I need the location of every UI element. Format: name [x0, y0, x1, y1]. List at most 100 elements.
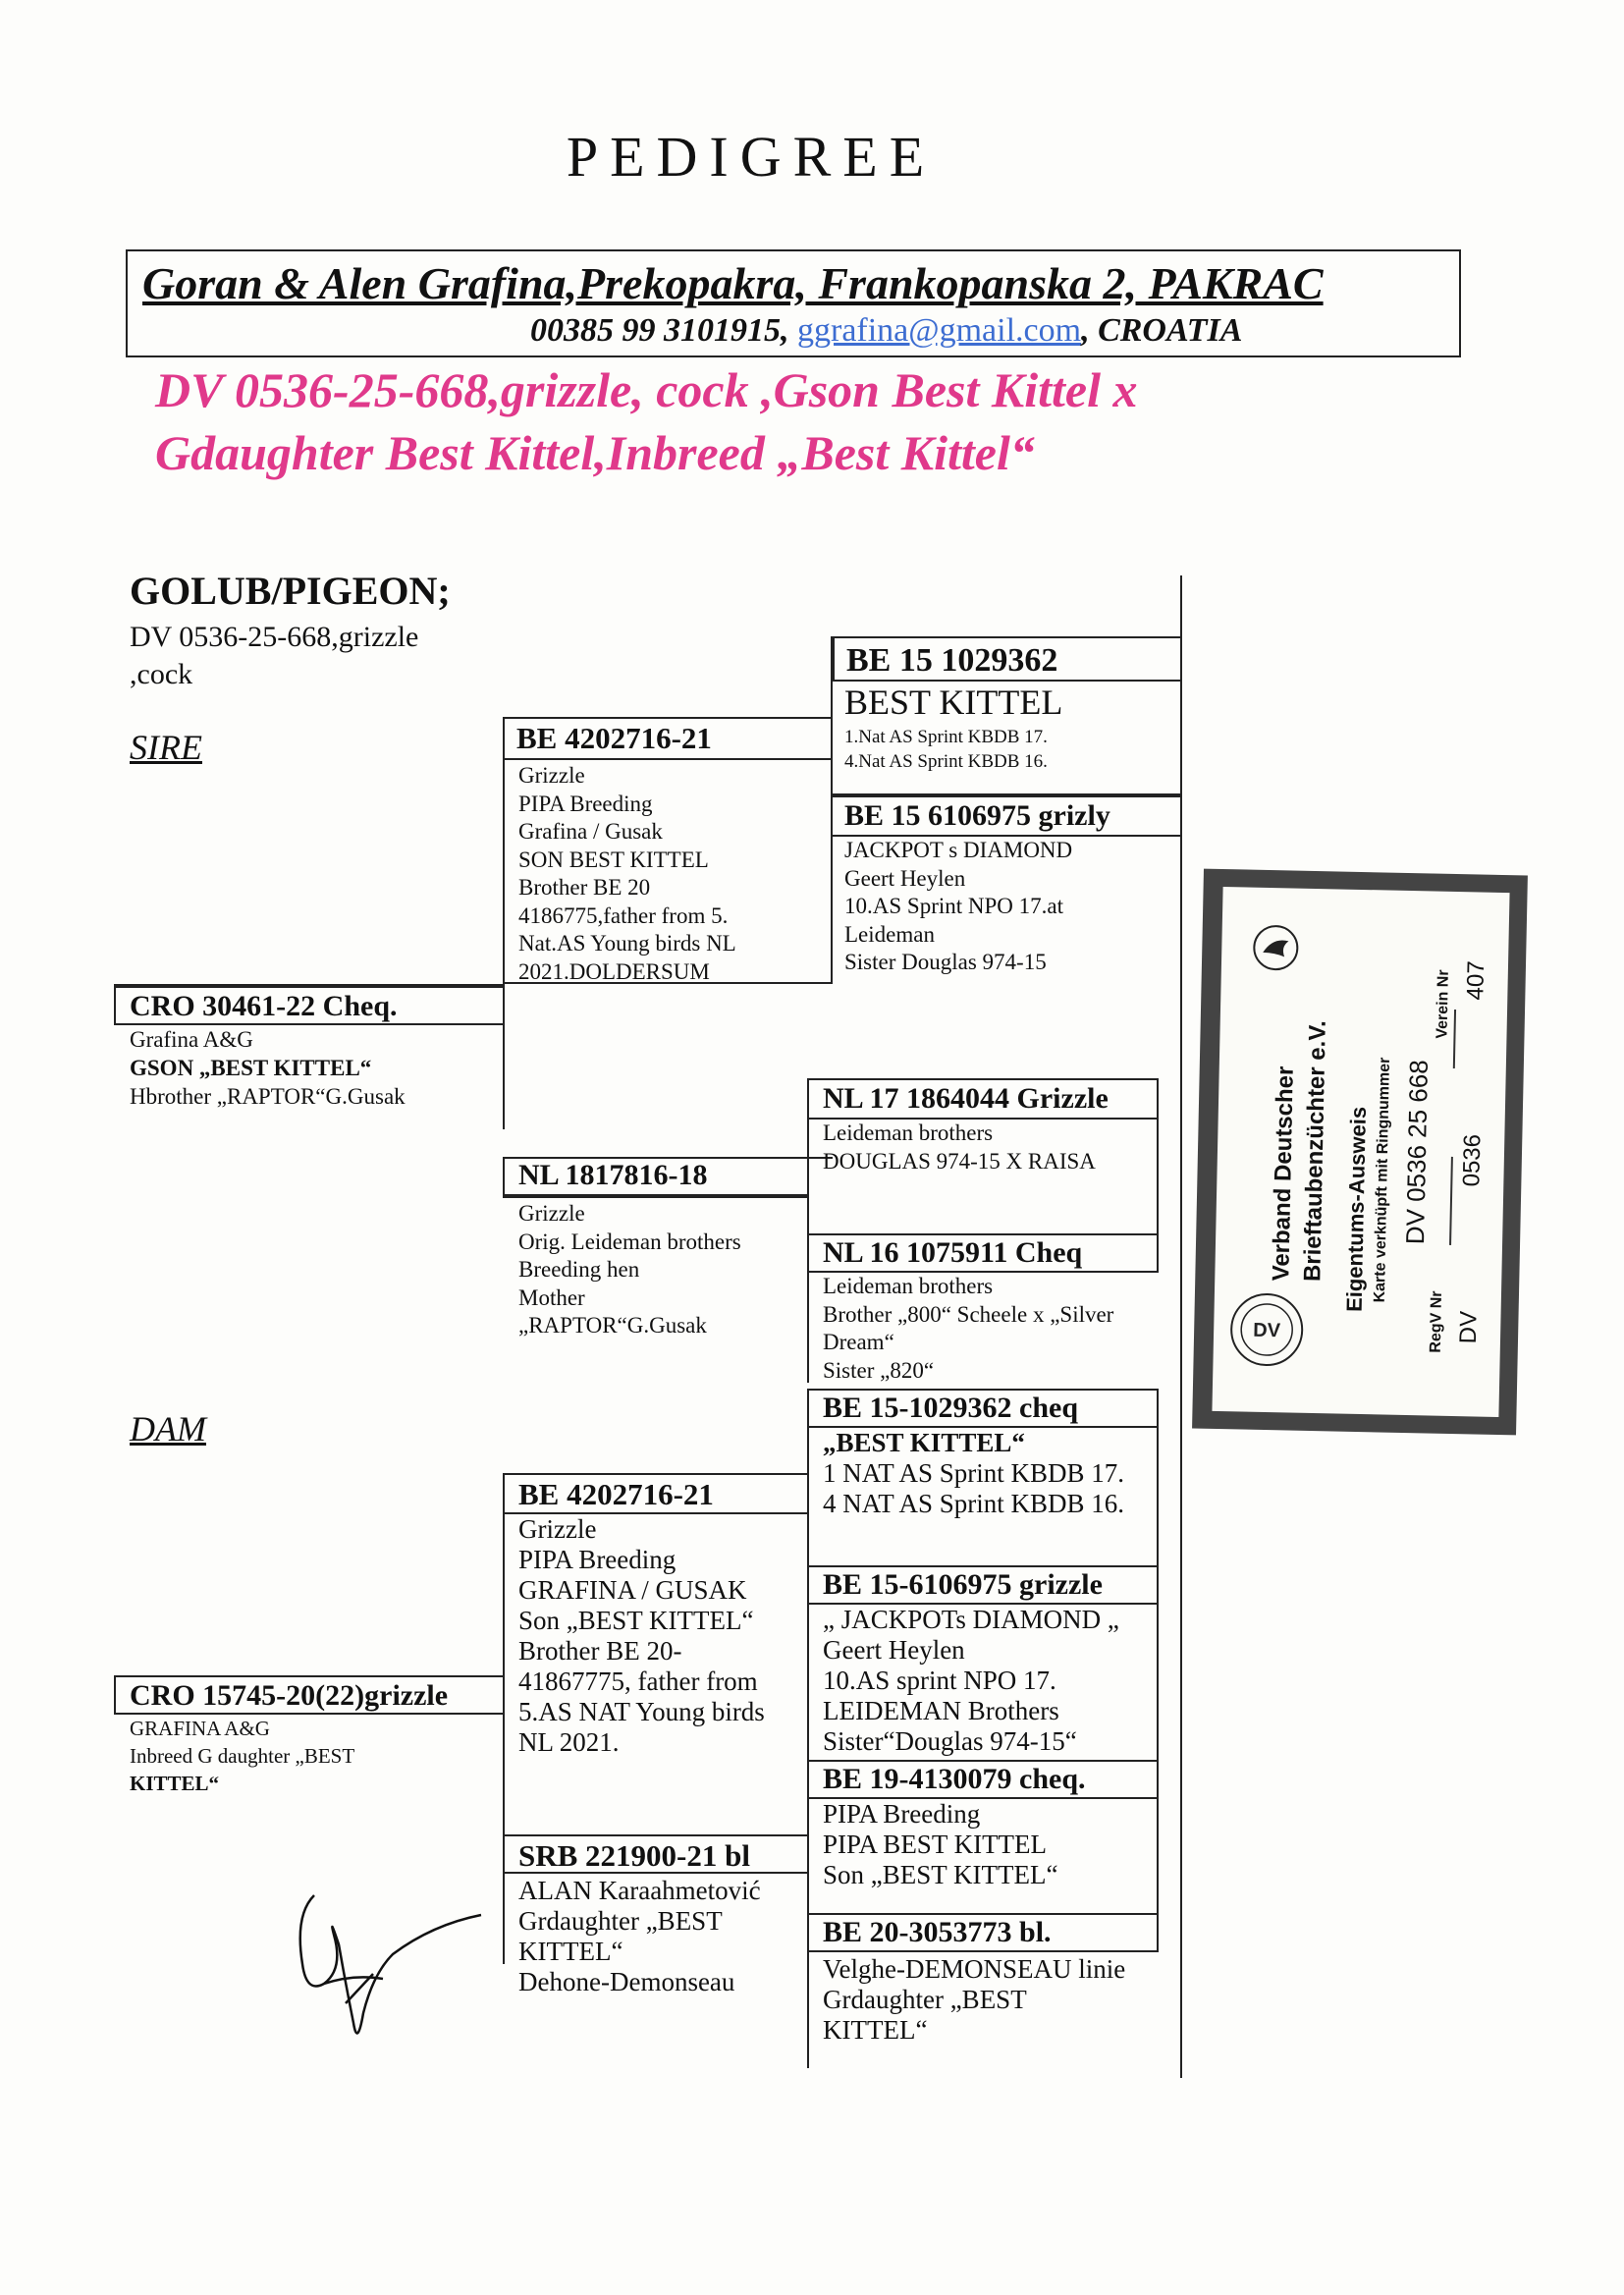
detail-line: Sister“Douglas 974-15“ — [823, 1726, 1077, 1756]
detail-line: Geert Heylen — [823, 1635, 965, 1665]
pigeon-logo-icon — [1253, 925, 1299, 971]
dam-mother-details: ALAN Karaahmetović Grdaughter „BEST KITT… — [518, 1876, 761, 1997]
sire-mother-details: Grizzle Orig. Leideman brothers Breeding… — [518, 1200, 741, 1340]
detail-line: JACKPOT s DIAMOND — [844, 838, 1073, 862]
connector — [503, 982, 833, 984]
smm-ring: NL 16 1075911 Cheq — [807, 1233, 1159, 1273]
stamp-number: 0536 — [1458, 1133, 1487, 1187]
stamp-verein: 407 — [1462, 960, 1490, 1001]
headline-line1: DV 0536-25-668,grizzle, cock ,Gson Best … — [155, 362, 1138, 417]
detail-line: „RAPTOR“G.Gusak — [518, 1313, 707, 1338]
detail-line: 41867775, father from — [518, 1667, 758, 1696]
sire-line: GSON „BEST KITTEL“ — [130, 1056, 372, 1080]
detail-line: Grizzle — [518, 1201, 585, 1226]
sff-ring: BE 15 1029362 — [833, 636, 1182, 682]
detail-line: Brother BE 20 — [518, 875, 651, 900]
stamp-regv-label: RegV Nr — [1427, 1290, 1446, 1353]
detail-line: Grdaughter „BEST — [823, 1985, 1027, 2014]
connector — [503, 1157, 833, 1159]
sire-line: Grafina A&G — [130, 1027, 253, 1052]
detail-line: Dehone-Demonseau — [518, 1967, 735, 1996]
detail-line: 4186775,father from 5. — [518, 902, 729, 928]
dmm-ring: BE 20-3053773 bl. — [807, 1913, 1159, 1952]
detail-line: Grizzle — [518, 1514, 597, 1544]
detail-line: 5.AS NAT Young birds — [518, 1697, 765, 1726]
detail-line: KITTEL“ — [130, 1772, 220, 1795]
dam-ring: CRO 15745-20(22)grizzle — [114, 1675, 505, 1715]
detail-line: Brother BE 20- — [518, 1636, 682, 1666]
connector — [807, 1391, 809, 2068]
owner-comma: , — [1081, 312, 1090, 349]
sire-details: Grafina A&G GSON „BEST KITTEL“ Hbrother … — [130, 1025, 406, 1111]
sfm-ring: BE 15 6106975 grizly — [833, 795, 1182, 837]
connector — [503, 1196, 807, 1198]
sire-father-details: Grizzle PIPA Breeding Grafina / Gusak SO… — [518, 762, 736, 986]
detail-line: 4 NAT AS Sprint KBDB 16. — [823, 1489, 1125, 1518]
detail-line: „ JACKPOTs DIAMOND „ — [823, 1605, 1119, 1634]
stamp-note: Karte verknüpft mit Ringnummer — [1371, 1057, 1394, 1303]
pigeon-sex: ,cock — [130, 658, 193, 690]
pigeon-subject: DV 0536-25-668,grizzle ,cock — [130, 619, 418, 693]
sire-ring: CRO 30461-22 Cheq. — [114, 986, 505, 1025]
detail-line: KITTEL“ — [823, 2015, 928, 2045]
owner-box — [126, 249, 1461, 357]
connector — [114, 984, 505, 986]
sire-line: Hbrother „RAPTOR“G.Gusak — [130, 1084, 406, 1109]
detail-line: PIPA Breeding — [518, 1545, 677, 1574]
detail-line: Leideman — [844, 921, 935, 947]
detail-line: Son „BEST KITTEL“ — [518, 1606, 754, 1635]
stamp-separator — [1449, 1156, 1453, 1245]
stamp-ring: DV 0536 25 668 — [1400, 1059, 1434, 1245]
detail-line: Inbreed G daughter „BEST — [130, 1744, 355, 1768]
sfm-details: JACKPOT s DIAMOND Geert Heylen 10.AS Spr… — [844, 837, 1072, 977]
stamp-doc-title: Eigentums-Ausweis — [1341, 1106, 1371, 1313]
detail-line: 4.Nat AS Sprint KBDB 16. — [844, 751, 1048, 772]
detail-line: 2021.DOLDERSUM — [518, 958, 710, 984]
connector — [503, 1512, 809, 1514]
owner-name-address: Goran & Alen Grafina,Prekopakra, Frankop… — [142, 258, 1324, 308]
detail-line: KITTEL“ — [518, 1937, 623, 1966]
connector — [503, 1473, 809, 1475]
dam-father-ring: BE 4202716-21 — [518, 1477, 714, 1511]
detail-line: Geert Heylen — [844, 865, 966, 891]
dam-father-details: Grizzle PIPA Breeding GRAFINA / GUSAK So… — [518, 1514, 765, 1758]
pigeon-ring: DV 0536-25-668,grizzle — [130, 621, 419, 653]
detail-line: ALAN Karaahmetović — [518, 1876, 761, 1905]
owner-email[interactable]: ggrafina@gmail.com — [797, 312, 1082, 349]
pigeon-label: GOLUB/PIGEON; — [130, 569, 451, 613]
svg-text:DV: DV — [1253, 1320, 1281, 1342]
detail-line: Grizzle — [518, 763, 585, 788]
seal-icon: DV — [1230, 1293, 1304, 1367]
detail-line: 10.AS Sprint NPO 17.at — [844, 894, 1063, 918]
connector — [1157, 1565, 1159, 1762]
detail-line: Sister Douglas 974-15 — [844, 950, 1047, 974]
connector — [503, 717, 833, 719]
connector — [1157, 1078, 1159, 1235]
detail-line: Grafina / Gusak — [518, 819, 663, 844]
connector — [807, 1078, 809, 1383]
stamp-org-1: Verband Deutscher — [1268, 1066, 1299, 1282]
detail-line: Grdaughter „BEST — [518, 1906, 723, 1936]
detail-line: 10.AS sprint NPO 17. — [823, 1666, 1056, 1695]
dmf-ring: BE 19-4130079 cheq. — [807, 1760, 1159, 1799]
stamp-regv: DV — [1454, 1310, 1483, 1344]
dam-mother-ring: SRB 221900-21 bl — [518, 1838, 750, 1873]
sire-label: SIRE — [130, 728, 202, 767]
detail-line: PIPA BEST KITTEL — [823, 1830, 1048, 1859]
detail-line: Dream“ — [823, 1330, 894, 1354]
detail-line: Orig. Leideman brothers — [518, 1229, 741, 1254]
detail-line: LEIDEMAN Brothers — [823, 1696, 1059, 1725]
column-line — [1180, 575, 1182, 2078]
connector — [1157, 1760, 1159, 1915]
detail-line: Son „BEST KITTEL“ — [823, 1860, 1058, 1889]
stamp-verein-label: Verein Nr — [1434, 969, 1452, 1039]
dmm-details: Velghe-DEMONSEAU linie Grdaughter „BEST … — [823, 1954, 1125, 2046]
detail-line: SON BEST KITTEL — [518, 847, 709, 872]
sff-box — [833, 680, 1182, 795]
owner-country: CROATIA — [1098, 312, 1243, 349]
detail-line: NL 2021. — [518, 1727, 620, 1757]
sire-father-ring: BE 4202716-21 — [516, 721, 712, 755]
dam-details: GRAFINA A&G Inbreed G daughter „BEST KIT… — [130, 1715, 354, 1797]
detail-line: 1 NAT AS Sprint KBDB 17. — [823, 1458, 1125, 1488]
owner-contact: 00385 99 3101915, ggrafina@gmail.com, CR… — [530, 312, 1242, 350]
